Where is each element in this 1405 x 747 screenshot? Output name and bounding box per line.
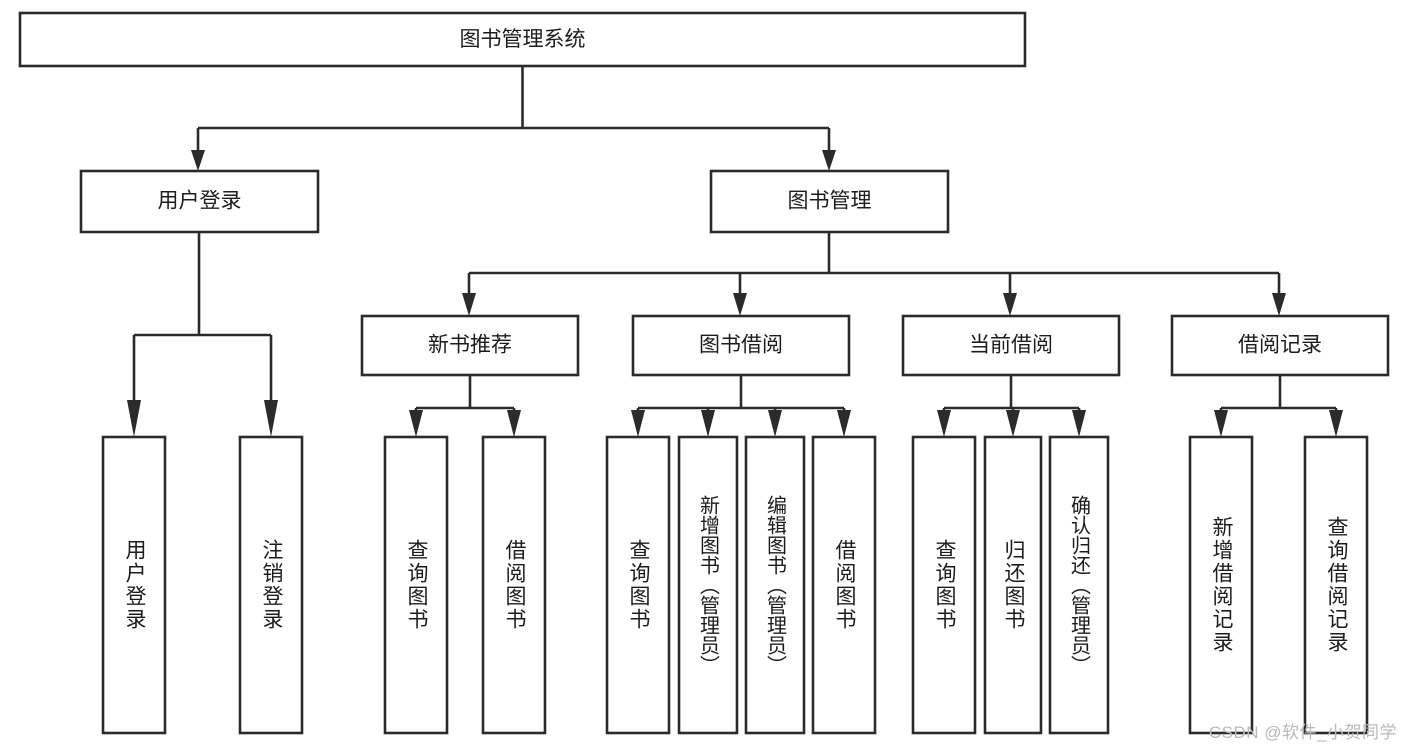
arrow-rec-child2	[507, 410, 521, 437]
arrow-rec-leaf1	[1214, 410, 1228, 437]
node-leaf-user-logout-box[interactable]	[238, 435, 304, 735]
node-leaf-add-borrow-record-box[interactable]	[1188, 435, 1254, 735]
arrow-cur-child2	[1006, 410, 1020, 437]
node-leaf-query-borrow-record-box[interactable]	[1303, 435, 1369, 735]
arrow-root-to-user-login	[191, 150, 205, 171]
node-borrow-record-label: 借阅记录	[1238, 334, 1322, 357]
arrow-user-login-to-leaf1	[127, 400, 141, 437]
arrow-borrow-child4	[837, 410, 851, 437]
node-user-login-box[interactable]	[79, 169, 320, 234]
arrow-rec-child1	[409, 410, 423, 437]
node-leaf-confirm-return-admin-box[interactable]	[1048, 435, 1110, 735]
csdn-watermark: CSDN @软件_小贺同学	[1208, 723, 1397, 742]
arrow-borrow-child2	[701, 410, 715, 437]
arrow-to-book-borrow	[733, 293, 747, 316]
node-user-login-label: 用户登录	[158, 190, 242, 213]
arrow-rec-leaf2	[1329, 410, 1343, 437]
node-book-borrow-label: 图书借阅	[699, 334, 783, 357]
node-root-box[interactable]	[18, 11, 1027, 68]
arrow-user-login-to-leaf2	[264, 400, 278, 437]
node-book-manage-label: 图书管理	[788, 190, 872, 213]
node-leaf-cur-query-book-box[interactable]	[911, 435, 977, 735]
node-current-borrow-label: 当前借阅	[969, 334, 1053, 357]
node-leaf-rec-query-book-box[interactable]	[383, 435, 449, 735]
node-book-borrow-box[interactable]	[631, 314, 851, 377]
node-root-label: 图书管理系统	[460, 28, 586, 51]
node-leaf-edit-book-admin-box[interactable]	[744, 435, 806, 735]
node-leaf-borrow-query-book-box[interactable]	[605, 435, 671, 735]
node-current-borrow-box[interactable]	[901, 314, 1121, 377]
arrow-borrow-child3	[768, 410, 782, 437]
node-leaf-rec-borrow-book-box[interactable]	[481, 435, 547, 735]
node-borrow-record-box[interactable]	[1170, 314, 1390, 377]
nodes-layer: 图书管理系统 用户登录 图书管理 新书推荐 图书借阅 当前借阅 借阅记录	[18, 11, 1390, 735]
node-leaf-return-book-box[interactable]	[983, 435, 1043, 735]
node-leaf-user-login-box[interactable]	[101, 435, 167, 735]
arrow-to-borrow-record	[1272, 293, 1286, 316]
arrow-to-new-book-rec	[462, 293, 476, 316]
arrow-to-current-borrow	[1003, 293, 1017, 316]
node-book-manage-box[interactable]	[709, 169, 950, 234]
arrow-cur-child3	[1072, 410, 1086, 437]
arrow-cur-child1	[937, 410, 951, 437]
arrow-root-to-book-manage	[822, 150, 836, 171]
connectors-layer	[127, 66, 1343, 437]
node-leaf-borrow-book-box[interactable]	[811, 435, 877, 735]
arrow-borrow-child1	[631, 410, 645, 437]
node-leaf-add-book-admin-box[interactable]	[677, 435, 739, 735]
node-new-book-rec-label: 新书推荐	[428, 334, 512, 357]
node-new-book-rec-box[interactable]	[360, 314, 580, 377]
